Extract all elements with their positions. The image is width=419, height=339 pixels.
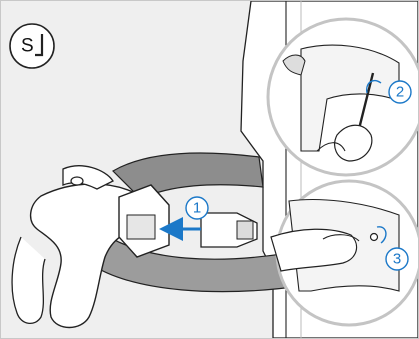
tool-badge-letter: S [21,36,34,57]
step-2-label: 2 [396,84,404,101]
connector-socket [119,185,169,257]
insert-tab [201,213,257,247]
step-marker-1: 1 [186,197,208,219]
tool-badge: S [10,24,54,68]
step-3-label: 3 [393,251,401,268]
step-1-label: 1 [193,200,201,217]
